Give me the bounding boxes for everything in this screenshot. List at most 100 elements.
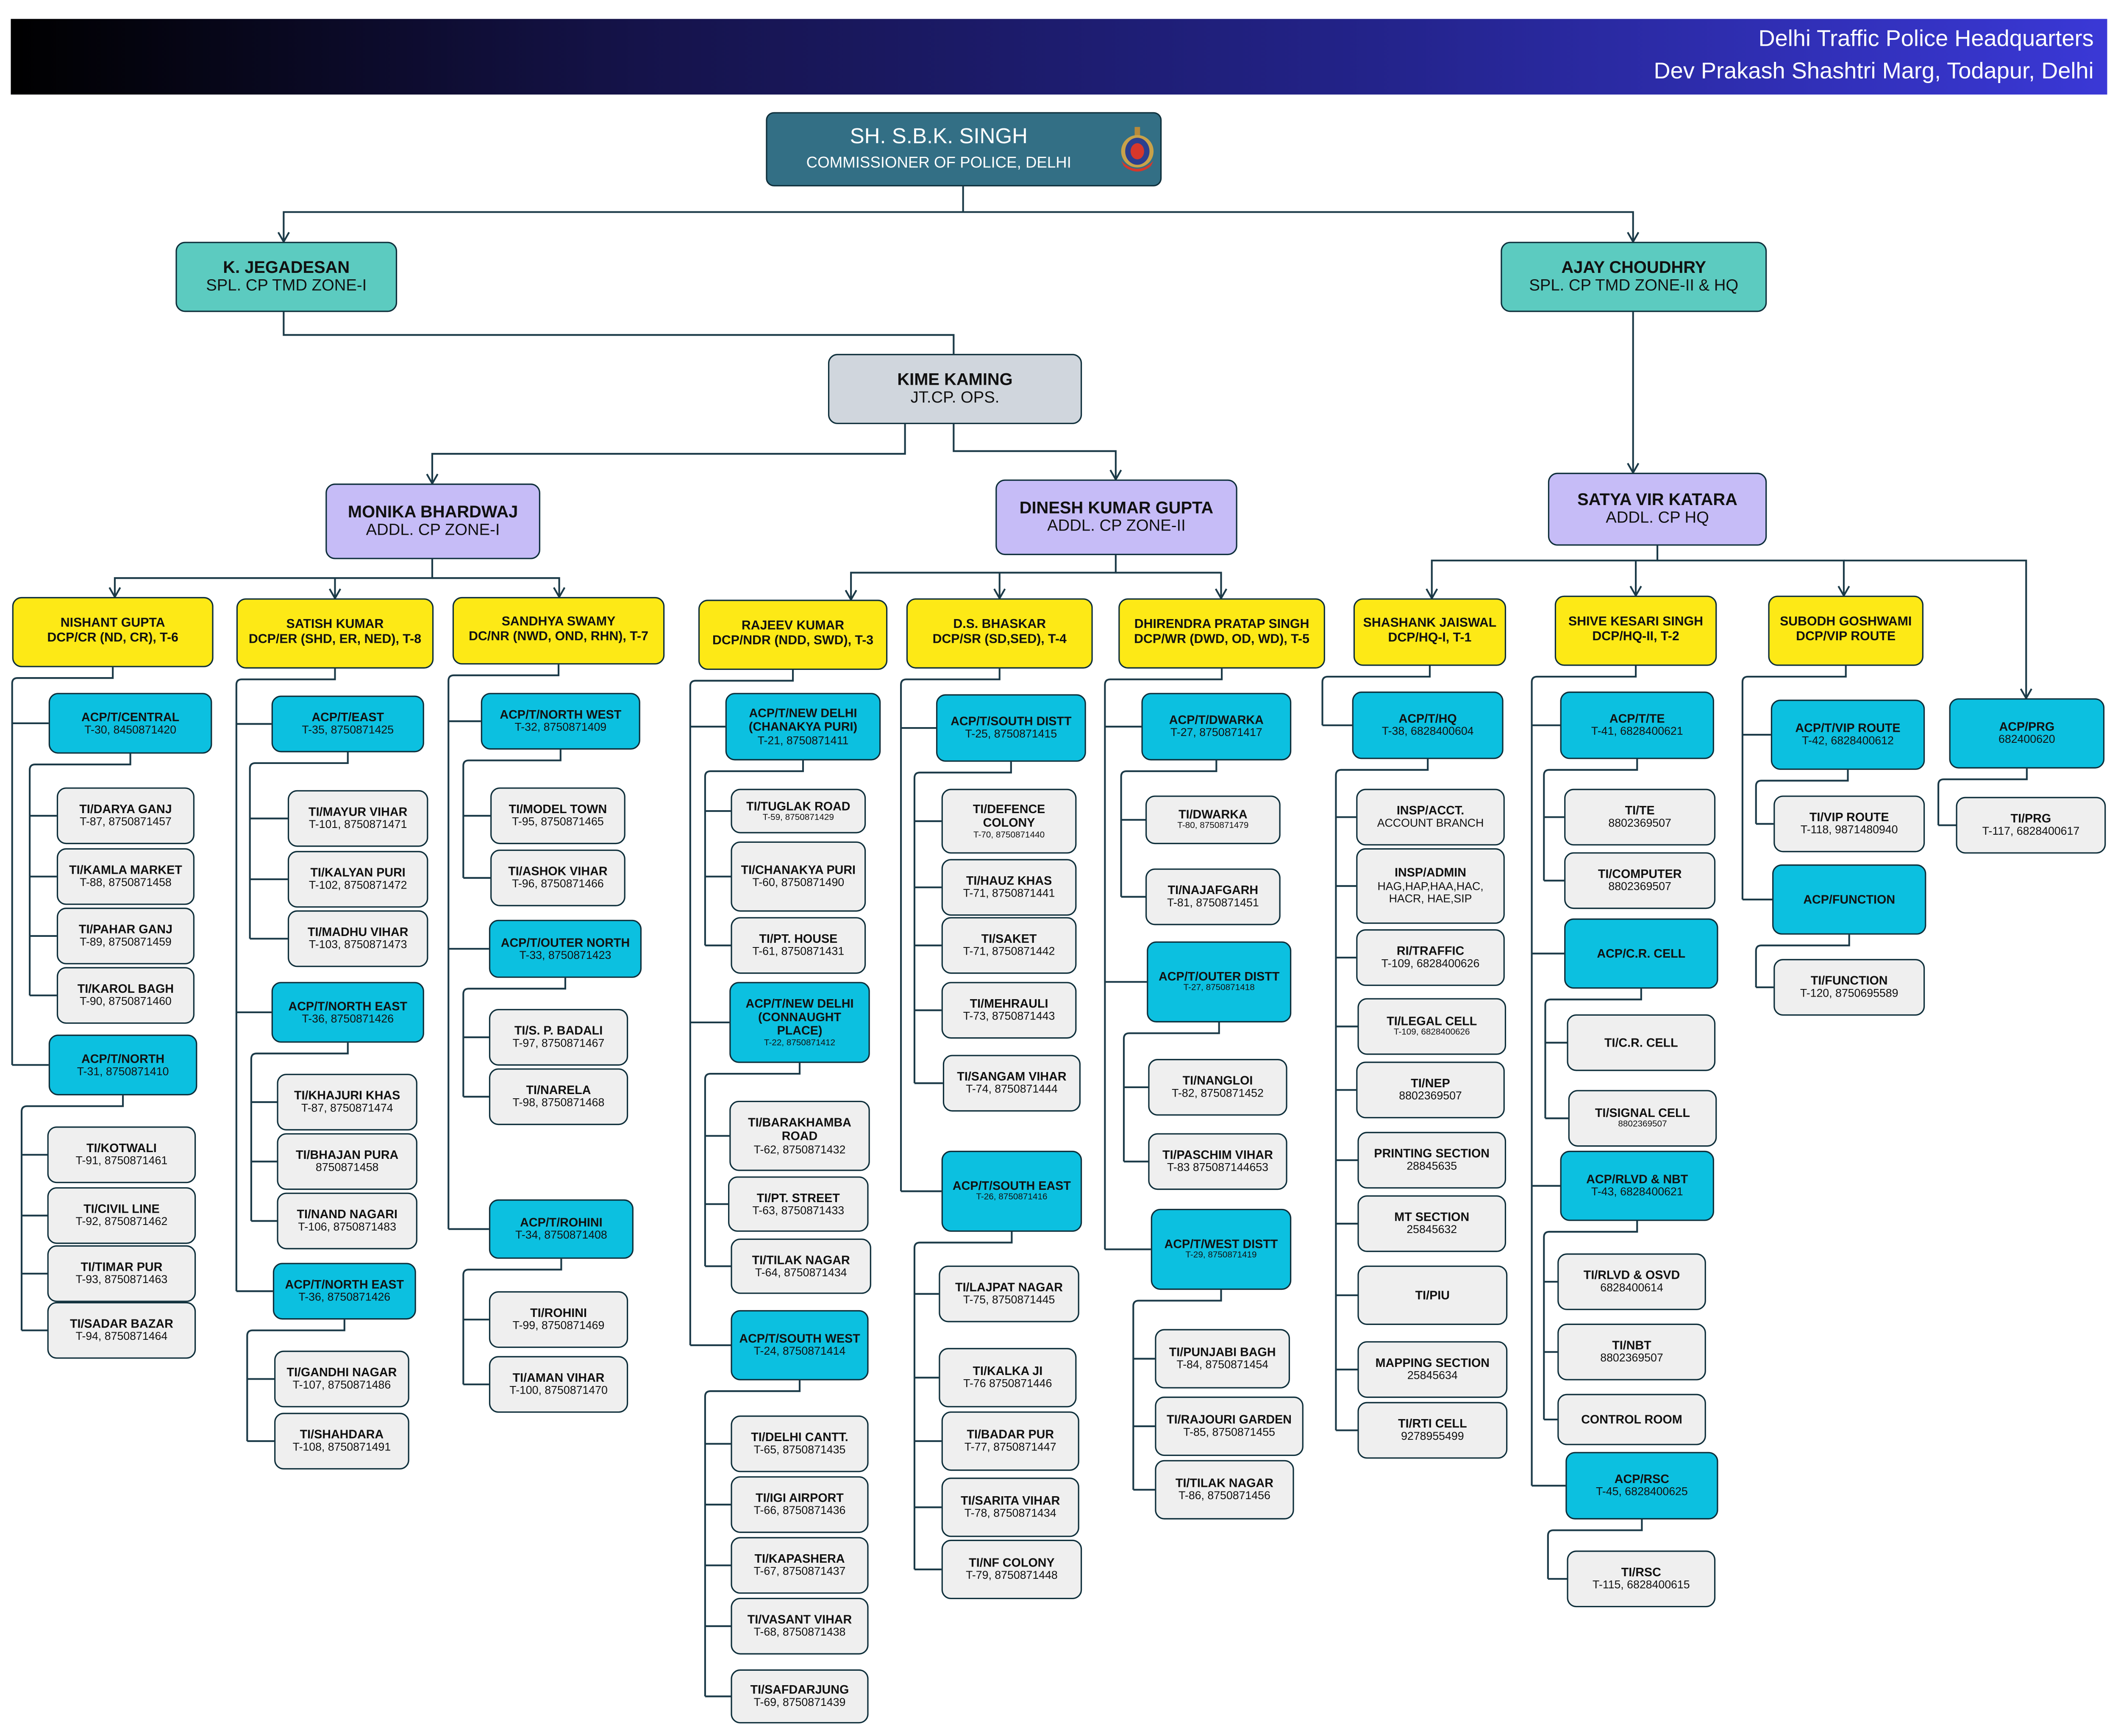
node-title: SATISH KUMAR — [286, 617, 384, 632]
node-subtitle: T-30, 8450871420 — [84, 722, 176, 736]
node-title: ACP/T/VIP ROUTE — [1795, 721, 1901, 735]
node-subtitle: T-100, 8750871470 — [509, 1383, 608, 1397]
connector-line — [1843, 559, 2027, 698]
node-title: TI/NBT — [1612, 1338, 1651, 1352]
node-subtitle: T-71, 8750871442 — [963, 944, 1055, 958]
node-title: DINESH KUMAR GUPTA — [1019, 498, 1214, 517]
node-title: PRINTING SECTION — [1374, 1147, 1490, 1161]
node-subtitle: T-41, 6828400621 — [1591, 724, 1683, 738]
connector-line — [462, 978, 567, 1097]
connector-line — [1531, 666, 1637, 1486]
node-subtitle: HAG,HAP,HAA,HAC, HACR, HAE,SIP — [1377, 878, 1484, 905]
connector-line — [1115, 572, 1222, 599]
node-subtitle: T-42, 6828400612 — [1802, 733, 1894, 747]
node-title: TI/LAJPAT NAGAR — [955, 1280, 1063, 1294]
node-subtitle: 25845632 — [1406, 1222, 1457, 1236]
node-subtitle: 8802369507 — [1618, 1120, 1667, 1130]
node-title: TI/MEHRAULI — [970, 997, 1048, 1011]
ti-box: INSP/ACCT.ACCOUNT BRANCH — [1356, 789, 1505, 846]
header-address: Dev Prakash Shashtri Marg, Todapur, Delh… — [1654, 58, 2094, 84]
node-subtitle: T-84, 8750871454 — [1176, 1358, 1269, 1372]
node-title: TI/KHAJURI KHAS — [294, 1089, 400, 1102]
connector-line — [246, 1319, 345, 1442]
connector-line — [913, 761, 1012, 1083]
node-subtitle: DC/NR (NWD, OND, RHN), T-7 — [469, 629, 648, 644]
connector-line — [249, 752, 349, 939]
node-subtitle: T-68, 8750871438 — [753, 1625, 846, 1639]
node-title: TI/TIMAR PUR — [81, 1260, 163, 1274]
node-subtitle: DCP/HQ-II, T-2 — [1592, 629, 1679, 644]
node-title: TI/SHAHDARA — [300, 1428, 384, 1442]
connector-line — [1132, 1290, 1222, 1490]
node-subtitle: DCP/CR (ND, CR), T-6 — [47, 631, 178, 646]
node-title: TI/RLVD & OSVD — [1583, 1268, 1680, 1282]
node-subtitle: T-81, 8750871451 — [1167, 896, 1259, 910]
node-title: TI/MODEL TOWN — [509, 802, 607, 816]
node-title: TI/SAFDARJUNG — [750, 1683, 849, 1697]
node-title: ACP/T/EAST — [311, 710, 384, 724]
node-title: TI/BHAJAN PURA — [296, 1148, 399, 1162]
node-title: ACP/T/DWARKA — [1169, 713, 1264, 727]
node-title: TI/ROHINI — [530, 1306, 587, 1320]
node-title: TI/PRG — [2010, 811, 2051, 825]
node-subtitle: T-86, 8750871456 — [1179, 1489, 1270, 1503]
node-subtitle: T-63, 8750871433 — [752, 1203, 845, 1217]
node-title: SHIVE KESARI SINGH — [1568, 614, 1704, 630]
node-subtitle: T-103, 8750871473 — [309, 938, 407, 952]
node-title: TI/PAHAR GANJ — [78, 922, 172, 936]
node-title: TI/GANDHI NAGAR — [286, 1365, 397, 1379]
node-title: TI/COMPUTER — [1598, 867, 1682, 881]
node-subtitle: T-98, 8750871468 — [512, 1096, 605, 1110]
node-subtitle: DCP/VIP ROUTE — [1796, 629, 1896, 644]
node-subtitle: T-31, 8750871410 — [77, 1064, 169, 1078]
node-title: ACP/RSC — [1614, 1472, 1669, 1486]
node-title: ACP/T/NORTH EAST — [288, 999, 408, 1013]
node-subtitle: T-24, 8750871414 — [753, 1344, 846, 1358]
node-subtitle: T-75, 8750871445 — [963, 1293, 1055, 1307]
node-title: TI/SADAR BAZAR — [69, 1317, 173, 1330]
node-subtitle: T-70, 8750871440 — [973, 830, 1045, 840]
node-title: TI/VASANT VIHAR — [747, 1612, 852, 1626]
node-title: MONIKA BHARDWAJ — [347, 502, 518, 522]
node-title: TI/KAMLA MARKET — [69, 863, 182, 877]
connector-line — [689, 670, 794, 1345]
node-title: ACP/T/SOUTH EAST — [952, 1179, 1071, 1193]
node-title: ACP/T/NEW DELHI (CHANAKYA PURI) — [748, 706, 858, 734]
node-subtitle: T-82, 8750871452 — [1172, 1086, 1264, 1100]
node-subtitle: T-101, 8750871471 — [309, 817, 407, 831]
node-title: TI/PIU — [1415, 1288, 1450, 1302]
node-title: SUBODH GOSHWAMI — [1780, 614, 1912, 630]
node-title: ACP/T/TE — [1609, 711, 1665, 725]
node-title: D.S. BHASKAR — [953, 617, 1046, 632]
node-subtitle: 25845634 — [1407, 1369, 1458, 1382]
node-subtitle: T-89, 8750871459 — [80, 935, 172, 949]
connector-line — [1755, 769, 1849, 824]
ti-box: TI/PIU — [1357, 1265, 1508, 1325]
